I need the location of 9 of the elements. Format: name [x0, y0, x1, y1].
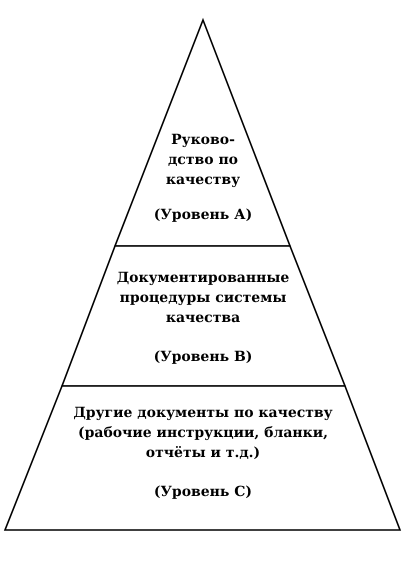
- tier-title: Другие документы по качеству (рабочие инструкции, бланки, отчёты и т.д.): [72, 404, 334, 463]
- tier-title: Документированные процедуры системы качества: [116, 269, 290, 328]
- level-label: (Уровень А): [153, 206, 253, 225]
- tier-title: Руково- дство по качеству: [164, 131, 242, 190]
- pyramid-tier: [5, 386, 400, 530]
- pyramid-tier: [115, 20, 290, 246]
- pyramid-tier: [62, 246, 345, 386]
- level-label: (Уровень В): [152, 348, 254, 367]
- level-label: (Уровень С): [152, 483, 254, 502]
